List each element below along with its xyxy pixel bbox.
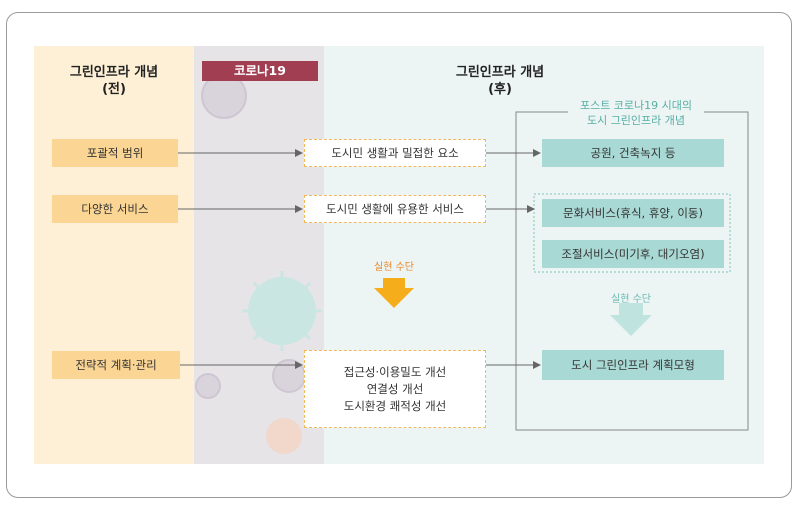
before-header-line1: 그린인프라 개념 <box>69 65 159 80</box>
virus-decoration-icon <box>195 73 322 454</box>
covid-panel <box>194 46 324 464</box>
right-item-culture: 문화서비스(휴식, 휴양, 이동) <box>542 199 724 227</box>
improvement-line3: 도시환경 쾌적성 개선 <box>343 398 447 413</box>
middle-item-elements: 도시민 생활과 밀접한 요소 <box>304 139 486 167</box>
before-header-line2: (전) <box>102 82 126 97</box>
means-label-2: 실현 수단 <box>611 294 651 305</box>
after-header: 그린인프라 개념 (후) <box>400 64 600 98</box>
means-label-1: 실현 수단 <box>374 262 414 273</box>
services-dashed-outline <box>533 193 731 273</box>
down-arrow-orange-icon <box>374 278 414 308</box>
before-header: 그린인프라 개념 (전) <box>34 64 194 98</box>
after-header-line2: (후) <box>488 82 512 97</box>
middle-item-improvements: 접근성·이용밀도 개선 연결성 개선 도시환경 쾌적성 개선 <box>304 350 486 428</box>
middle-item-services: 도시민 생활에 유용한 서비스 <box>304 195 486 223</box>
right-item-parks: 공원, 건축녹지 등 <box>542 139 724 167</box>
improvement-line1: 접근성·이용밀도 개선 <box>343 364 447 379</box>
improvement-line2: 연결성 개선 <box>366 381 424 396</box>
group-title: 포스트 코로나19 시대의 도시 그린인프라 개념 <box>568 98 704 128</box>
covid-header: 코로나19 <box>202 61 318 81</box>
right-item-regulation: 조절서비스(미기후, 대기오염) <box>542 240 724 268</box>
group-title-line1: 포스트 코로나19 시대의 <box>579 99 693 112</box>
after-header-line1: 그린인프라 개념 <box>455 65 545 80</box>
before-item-planning: 전략적 계획·관리 <box>52 351 180 379</box>
down-arrow-teal-icon <box>610 303 652 336</box>
before-item-services: 다양한 서비스 <box>52 195 178 223</box>
before-panel <box>34 46 194 464</box>
before-item-scope: 포괄적 범위 <box>52 139 178 167</box>
right-item-model: 도시 그린인프라 계획모형 <box>542 350 724 380</box>
group-title-line2: 도시 그린인프라 개념 <box>586 114 686 127</box>
